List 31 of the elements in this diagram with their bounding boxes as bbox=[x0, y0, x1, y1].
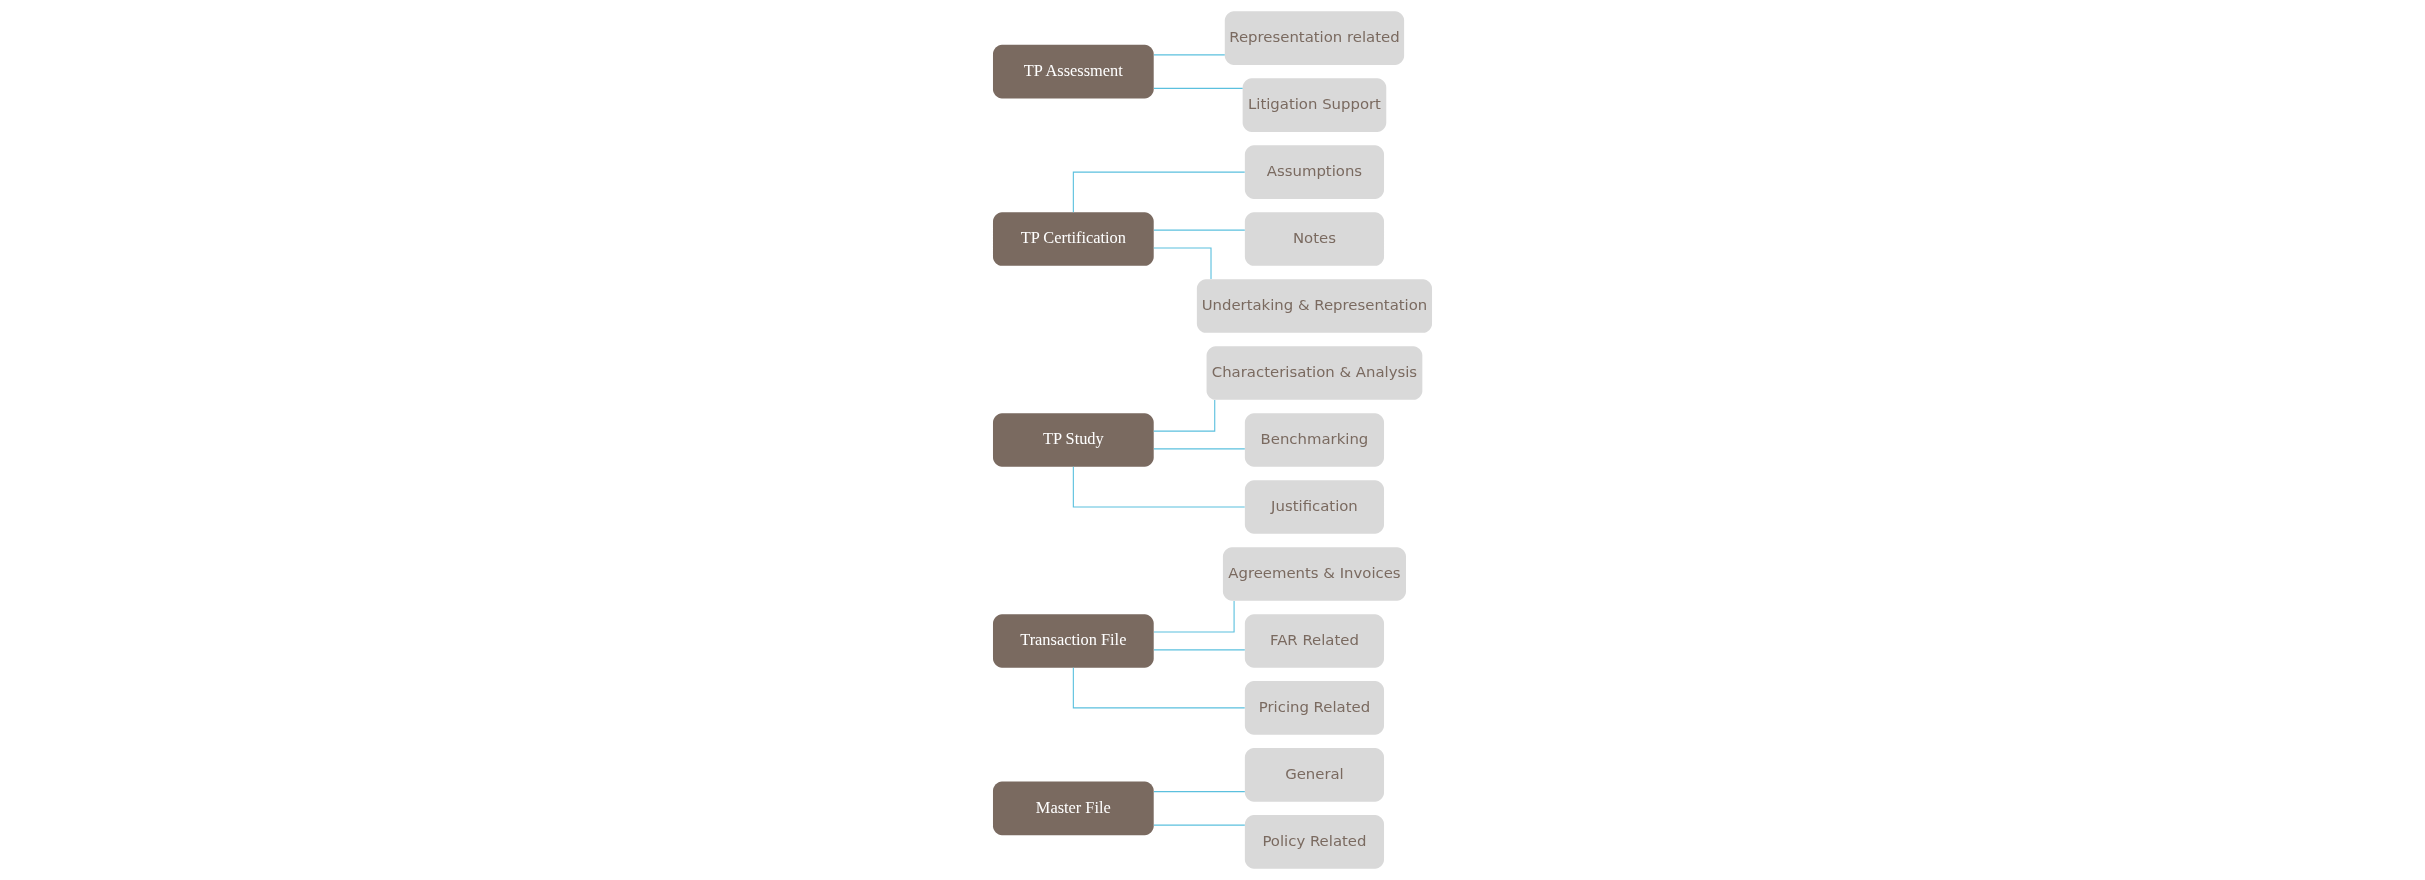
connector bbox=[1153, 87, 1244, 89]
connector bbox=[1153, 600, 1235, 633]
node-box: Policy Related bbox=[1244, 815, 1385, 869]
node-box: Transaction File bbox=[993, 614, 1154, 668]
node-box: Justification bbox=[1244, 480, 1385, 534]
connector bbox=[1072, 466, 1246, 508]
node-box: Representation related bbox=[1224, 11, 1405, 65]
connector bbox=[1153, 791, 1246, 793]
connector bbox=[1153, 54, 1226, 56]
node-box: Undertaking & Representation bbox=[1196, 279, 1432, 333]
node-box: Assumptions bbox=[1244, 145, 1385, 199]
node-box: Notes bbox=[1244, 212, 1385, 266]
node-box: General bbox=[1244, 748, 1385, 802]
connector bbox=[1153, 448, 1246, 450]
connector bbox=[1153, 649, 1246, 651]
node-box: TP Certification bbox=[993, 212, 1154, 266]
connector bbox=[1153, 229, 1246, 231]
node-box: Benchmarking bbox=[1244, 413, 1385, 467]
node-box: Pricing Related bbox=[1244, 681, 1385, 735]
node-box: TP Study bbox=[993, 413, 1154, 467]
connector bbox=[1153, 399, 1216, 432]
node-box: Characterisation & Analysis bbox=[1206, 346, 1423, 400]
node-box: Agreements & Invoices bbox=[1222, 547, 1406, 601]
connector bbox=[1153, 247, 1212, 280]
node-box: FAR Related bbox=[1244, 614, 1385, 668]
node-box: Litigation Support bbox=[1242, 78, 1387, 132]
node-box: TP Assessment bbox=[993, 44, 1154, 99]
node-box: Master File bbox=[993, 781, 1154, 836]
connector bbox=[1072, 667, 1246, 709]
connector bbox=[1153, 824, 1246, 826]
connector bbox=[1072, 171, 1246, 213]
